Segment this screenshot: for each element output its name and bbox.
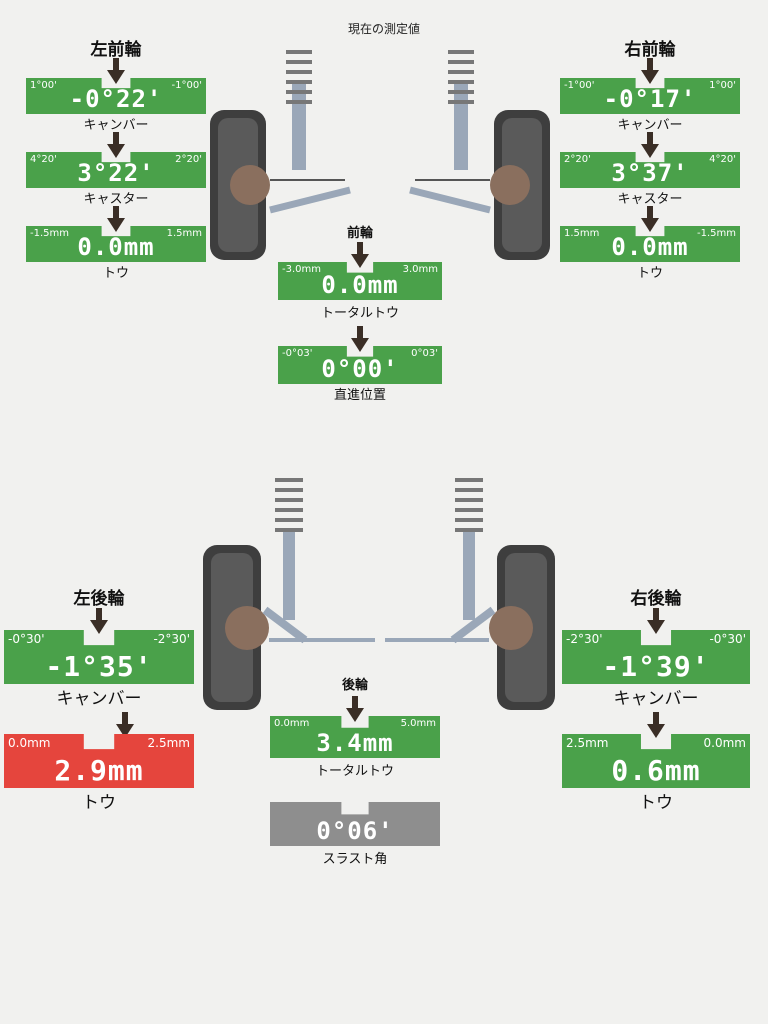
front-left-label: 左前輪 [90,40,142,60]
front-left-caster-name: キャスター [83,192,149,207]
rear-left-group: 左後輪 -0°30' -2°30' -1°35' キャンバー 0.0mm 2.5… [4,580,194,815]
rear-right-camber-value: -1°39' [602,650,710,683]
rear-suspension-illustration [203,478,555,710]
front-right-toe-value: 0.0mm [611,233,689,261]
front-right-caster-value: 3°37' [611,159,689,187]
rear-right-label: 右後輪 [630,589,682,609]
front-left-toe-name: トウ [102,266,129,281]
front-left-camber-value: -0°22' [69,85,163,113]
front-left-toe-gauge: -1.5mm 1.5mm 0.0mm [26,226,206,262]
front-left-toe-value: 0.0mm [77,233,155,261]
front-right-toe-gauge: 1.5mm -1.5mm 0.0mm [560,226,740,262]
front-right-camber-value: -0°17' [603,85,697,113]
rear-thrust-value: 0°06' [316,817,394,845]
rear-left-toe-name: トウ [82,793,116,813]
camber-arrow [641,58,659,84]
rear-thrust-name: スラスト角 [322,852,388,867]
rear-left-camber-name: キャンバー [56,689,142,709]
front-right-group: 右前輪 -1°00' 1°00' -0°17' キャンバー 2°20' 4°20… [560,30,740,290]
front-straight-name: 直進位置 [333,388,386,403]
front-total-toe-value: 0.0mm [321,271,399,299]
rear-thrust-gauge: 0°06' [270,802,440,846]
rear-left-toe-gauge: 0.0mm 2.5mm 2.9mm [4,734,194,788]
page-title: 現在の測定値 [347,22,420,36]
straight-arrow [351,326,369,352]
front-total-toe-gauge: -3.0mm 3.0mm 0.0mm [278,262,442,300]
rear-right-camber-gauge: -2°30' -0°30' -1°39' [562,630,750,684]
rear-right-toe-name: トウ [639,793,673,813]
front-right-caster-name: キャスター [617,192,683,207]
front-right-label: 右前輪 [624,40,676,60]
camber-arrow [90,608,108,634]
rear-right-camber-name: キャンバー [613,689,699,709]
rear-total-toe-value: 3.4mm [316,729,394,757]
toe-arrow [107,206,125,232]
front-left-caster-value: 3°22' [77,159,155,187]
front-left-group: 左前輪 1°00' -1°00' -0°22' キャンバー 4°20' 2°20… [26,30,206,290]
rear-axle-group: 後輪 0.0mm 5.0mm 3.4mm トータルトウ 0°06' スラスト角 [270,672,440,872]
front-left-camber-name: キャンバー [83,118,149,133]
rear-total-toe-name: トータルトウ [315,764,394,779]
rear-right-group: 右後輪 -2°30' -0°30' -1°39' キャンバー 2.5mm 0.0… [562,580,750,815]
front-axle-label: 前輪 [346,226,373,241]
rear-axle-label: 後輪 [341,678,368,693]
front-suspension-illustration [210,50,550,260]
rear-left-camber-value: -1°35' [45,650,153,683]
camber-arrow [107,58,125,84]
rear-left-camber-gauge: -0°30' -2°30' -1°35' [4,630,194,684]
total-toe-arrow [346,696,364,722]
total-toe-arrow [351,242,369,268]
front-total-toe-name: トータルトウ [320,306,399,321]
caster-arrow [107,132,125,158]
camber-arrow [647,608,665,634]
rear-right-toe-gauge: 2.5mm 0.0mm 0.6mm [562,734,750,788]
toe-arrow [641,206,659,232]
rear-total-toe-gauge: 0.0mm 5.0mm 3.4mm [270,716,440,758]
front-straight-value: 0°00' [321,355,399,383]
front-axle-group: 前輪 -3.0mm 3.0mm 0.0mm トータルトウ -0°03' 0°03… [278,220,442,410]
caster-arrow [641,132,659,158]
rear-right-toe-value: 0.6mm [611,754,701,787]
front-right-camber-name: キャンバー [617,118,683,133]
toe-arrow [647,712,665,738]
front-right-toe-name: トウ [636,266,663,281]
front-left-camber-gauge: 1°00' -1°00' -0°22' [26,78,206,114]
rear-left-toe-value: 2.9mm [54,754,144,787]
rear-left-label: 左後輪 [73,589,125,609]
